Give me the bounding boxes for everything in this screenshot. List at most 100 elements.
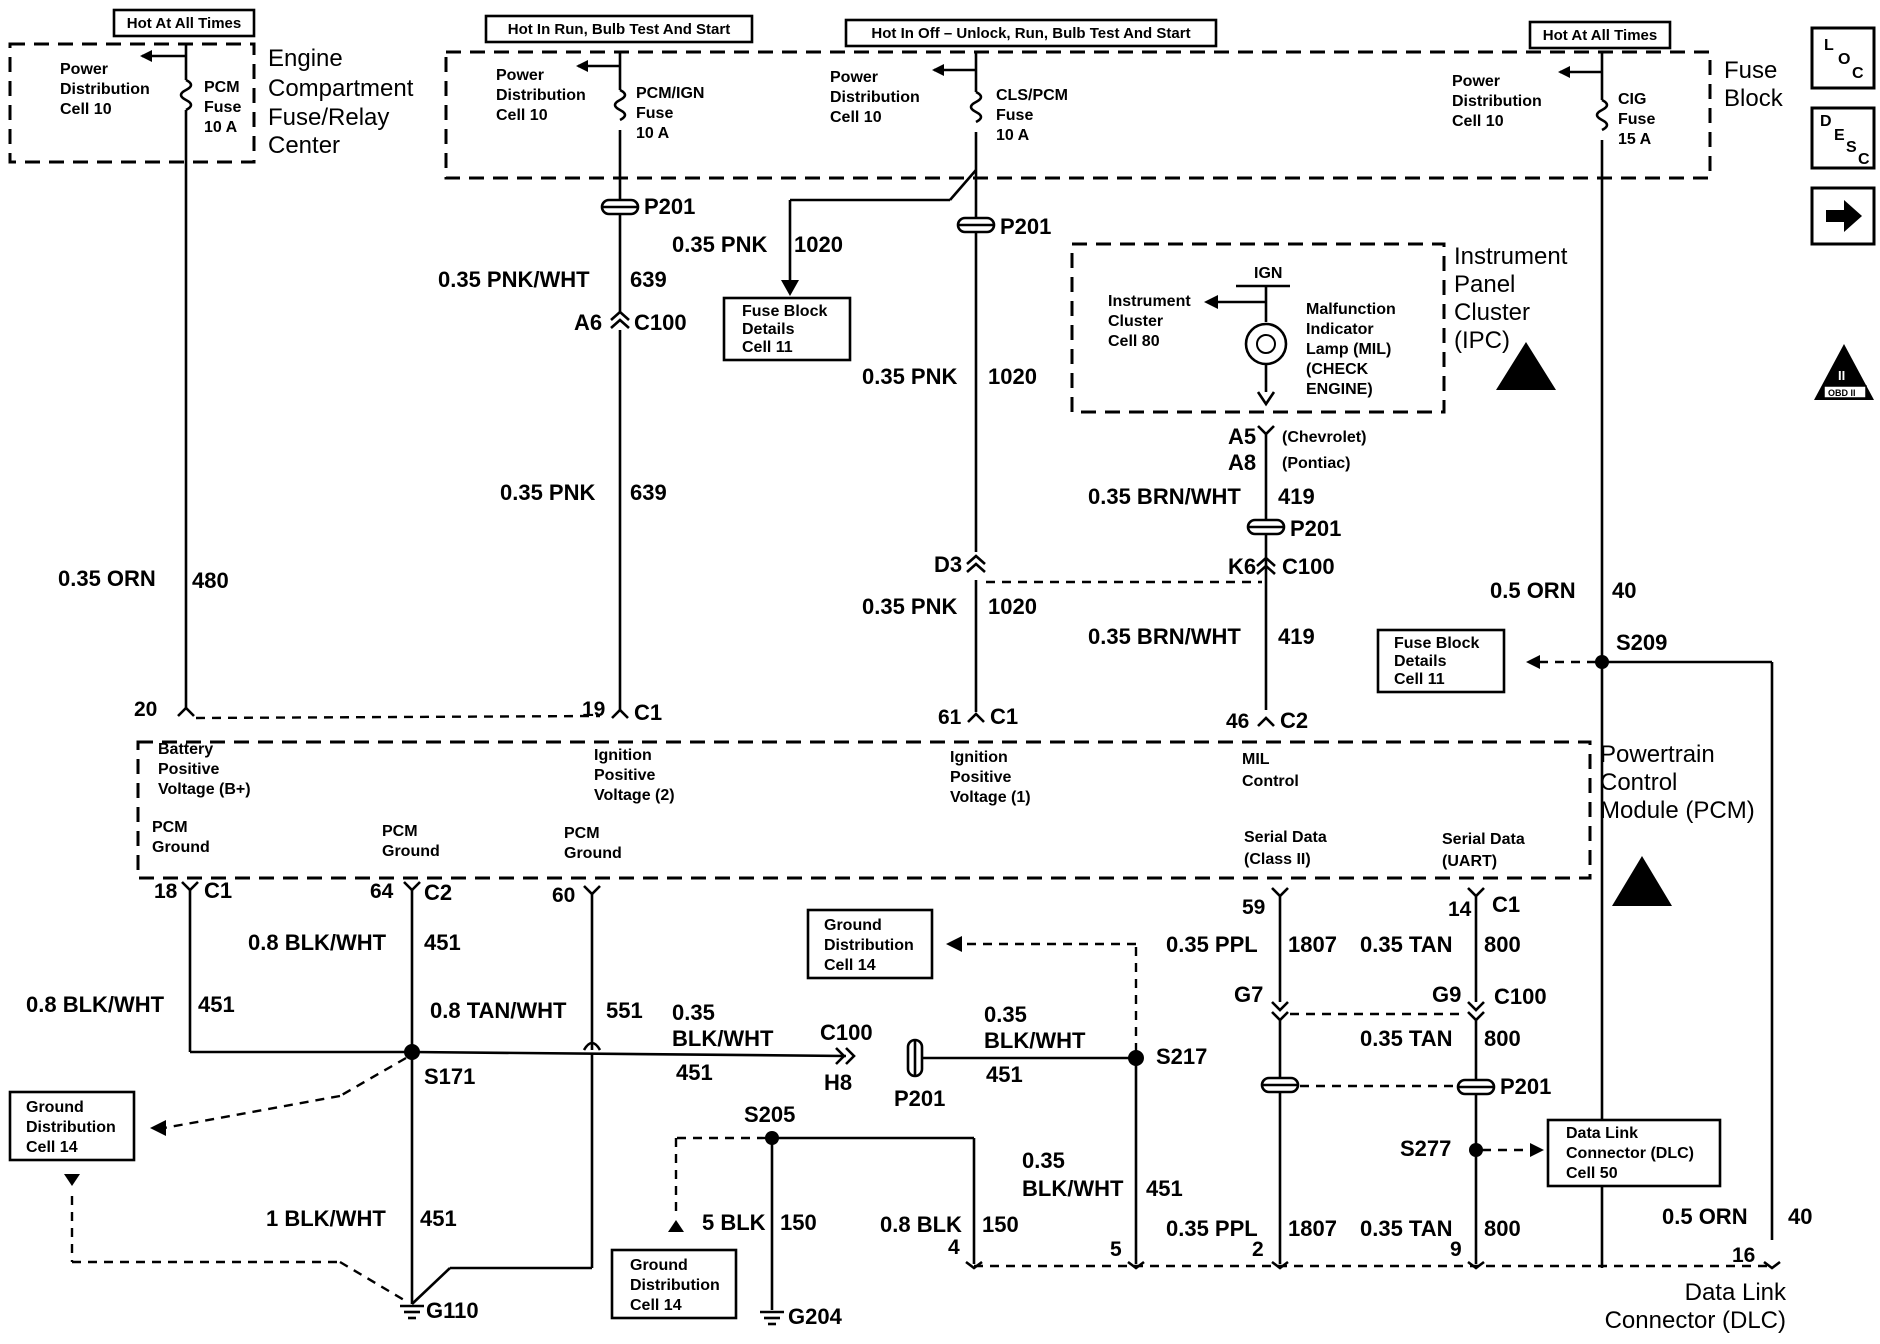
svg-text:PCM: PCM <box>382 823 418 840</box>
svg-text:551: 551 <box>606 998 643 1023</box>
svg-text:1807: 1807 <box>1288 1216 1337 1241</box>
svg-text:Power: Power <box>496 67 544 84</box>
svg-text:C100: C100 <box>820 1020 873 1045</box>
svg-text:Cell 11: Cell 11 <box>1394 671 1445 688</box>
svg-text:0.35 PPL: 0.35 PPL <box>1166 932 1258 957</box>
pcm-terminal-ground-2: PCM Ground <box>382 823 440 860</box>
svg-text:H8: H8 <box>824 1070 852 1095</box>
arrow-down-icon <box>781 280 799 296</box>
svg-text:Voltage (B+): Voltage (B+) <box>158 781 251 798</box>
svg-text:0.35 PNK: 0.35 PNK <box>862 364 957 389</box>
pcm-terminal-mil: MIL Control <box>1242 751 1299 790</box>
svg-text:5 BLK: 5 BLK <box>702 1210 766 1235</box>
svg-text:Connector (DLC): Connector (DLC) <box>1566 1145 1694 1162</box>
fuse-icon <box>613 88 627 122</box>
svg-text:P201: P201 <box>1500 1074 1551 1099</box>
svg-text:480: 480 <box>192 568 229 593</box>
svg-text:Positive: Positive <box>594 767 655 784</box>
svg-text:Positive: Positive <box>158 761 219 778</box>
svg-text:800: 800 <box>1484 1216 1521 1241</box>
svg-text:Fuse: Fuse <box>1724 57 1777 84</box>
svg-text:Hot In Run, Bulb Test And Star: Hot In Run, Bulb Test And Start <box>508 21 730 38</box>
svg-text:0.5 ORN: 0.5 ORN <box>1662 1204 1748 1229</box>
svg-text:Serial Data: Serial Data <box>1442 831 1525 848</box>
svg-text:800: 800 <box>1484 1026 1521 1051</box>
svg-text:46: 46 <box>1226 710 1249 733</box>
svg-text:II: II <box>1838 368 1845 383</box>
svg-text:PCM: PCM <box>564 825 600 842</box>
svg-text:61: 61 <box>938 706 962 729</box>
instrument-cluster-ref: Instrument Cluster Cell 80 <box>1108 293 1191 350</box>
svg-text:Ground: Ground <box>152 839 210 856</box>
svg-text:Hot At All Times: Hot At All Times <box>127 15 241 32</box>
svg-text:0.35 PNK: 0.35 PNK <box>500 480 595 505</box>
ground-dist-ref-2[interactable]: Ground Distribution Cell 14 <box>806 908 934 980</box>
svg-text:Ground: Ground <box>382 843 440 860</box>
svg-text:0.5 ORN: 0.5 ORN <box>1490 578 1576 603</box>
svg-text:10 A: 10 A <box>996 127 1030 144</box>
dlc-ref[interactable]: Data Link Connector (DLC) Cell 50 <box>1546 1118 1722 1188</box>
svg-text:Power: Power <box>60 61 108 78</box>
svg-text:0.35 BRN/WHT: 0.35 BRN/WHT <box>1088 624 1241 649</box>
svg-text:40: 40 <box>1788 1204 1812 1229</box>
svg-text:Cell 10: Cell 10 <box>60 101 112 118</box>
ground-dist-ref-3[interactable]: Ground Distribution Cell 14 <box>610 1248 738 1320</box>
svg-text:ENGINE): ENGINE) <box>1306 381 1373 398</box>
svg-text:0.35 PNK/WHT: 0.35 PNK/WHT <box>438 267 590 292</box>
svg-text:C2: C2 <box>424 880 452 905</box>
svg-text:Power: Power <box>830 69 878 86</box>
svg-text:Ignition: Ignition <box>594 747 652 764</box>
svg-text:S217: S217 <box>1156 1044 1207 1069</box>
svg-text:0.35: 0.35 <box>672 1000 715 1025</box>
svg-text:Details: Details <box>1394 653 1447 670</box>
hot-label-1: Hot At All Times <box>112 8 256 38</box>
mil-label: Malfunction Indicator Lamp (MIL) (CHECK … <box>1306 301 1396 398</box>
location-icon-button[interactable]: L O C <box>1810 26 1876 90</box>
svg-text:PCM: PCM <box>204 79 240 96</box>
svg-text:0.35 PNK: 0.35 PNK <box>672 232 767 257</box>
svg-text:Block: Block <box>1724 85 1784 112</box>
svg-text:G9: G9 <box>1432 982 1461 1007</box>
svg-text:1020: 1020 <box>988 594 1037 619</box>
fuse-block-details-ref-1[interactable]: Fuse Block Details Cell 11 <box>722 296 852 362</box>
svg-text:Powertrain: Powertrain <box>1600 741 1715 768</box>
next-arrow-icon-button[interactable] <box>1810 186 1876 246</box>
svg-text:Cluster: Cluster <box>1108 313 1163 330</box>
power-dist-ref-1: Power Distribution Cell 10 <box>60 61 150 118</box>
svg-text:0.8 BLK/WHT: 0.8 BLK/WHT <box>26 992 165 1017</box>
arrow-left-icon <box>932 64 944 76</box>
svg-text:Battery: Battery <box>158 741 213 758</box>
svg-text:Voltage (1): Voltage (1) <box>950 789 1031 806</box>
svg-text:Cell 10: Cell 10 <box>1452 113 1504 130</box>
arrow-left-icon <box>1526 655 1540 669</box>
svg-text:Distribution: Distribution <box>496 87 586 104</box>
cig-fuse-label: CIG Fuse 15 A <box>1618 91 1655 148</box>
svg-text:451: 451 <box>1146 1176 1183 1201</box>
c100-connector-icon <box>1467 1001 1485 1022</box>
svg-text:Fuse: Fuse <box>204 99 241 116</box>
svg-text:Ignition: Ignition <box>950 749 1008 766</box>
svg-text:5: 5 <box>1110 1238 1122 1261</box>
svg-text:Indicator: Indicator <box>1306 321 1374 338</box>
svg-text:59: 59 <box>1242 896 1265 919</box>
fuse-icon <box>179 78 193 112</box>
svg-text:Lamp (MIL): Lamp (MIL) <box>1306 341 1391 358</box>
dlc-label: Data Link Connector (DLC) <box>1605 1279 1787 1334</box>
svg-text:Cell 10: Cell 10 <box>496 107 548 124</box>
svg-text:Control: Control <box>1242 773 1299 790</box>
svg-text:Ground: Ground <box>26 1099 84 1116</box>
fuse-block-details-ref-2[interactable]: Fuse Block Details Cell 11 <box>1376 628 1506 694</box>
description-icon-button[interactable]: D E S C <box>1810 106 1876 170</box>
power-dist-ref-2: Power Distribution Cell 10 <box>496 67 586 124</box>
svg-text:S205: S205 <box>744 1102 795 1127</box>
svg-text:S171: S171 <box>424 1064 475 1089</box>
power-dist-ref-3: Power Distribution Cell 10 <box>830 69 920 126</box>
pcm-terminal-ground-1: PCM Ground <box>152 819 210 856</box>
ground-dist-ref-1[interactable]: Ground Distribution Cell 14 <box>8 1090 136 1162</box>
svg-text:0.8 BLK/WHT: 0.8 BLK/WHT <box>248 930 387 955</box>
svg-text:C2: C2 <box>1280 708 1308 733</box>
svg-text:OBD II: OBD II <box>1828 388 1856 398</box>
svg-text:0.8 BLK: 0.8 BLK <box>880 1212 962 1237</box>
c100-connector-icon <box>966 554 986 573</box>
